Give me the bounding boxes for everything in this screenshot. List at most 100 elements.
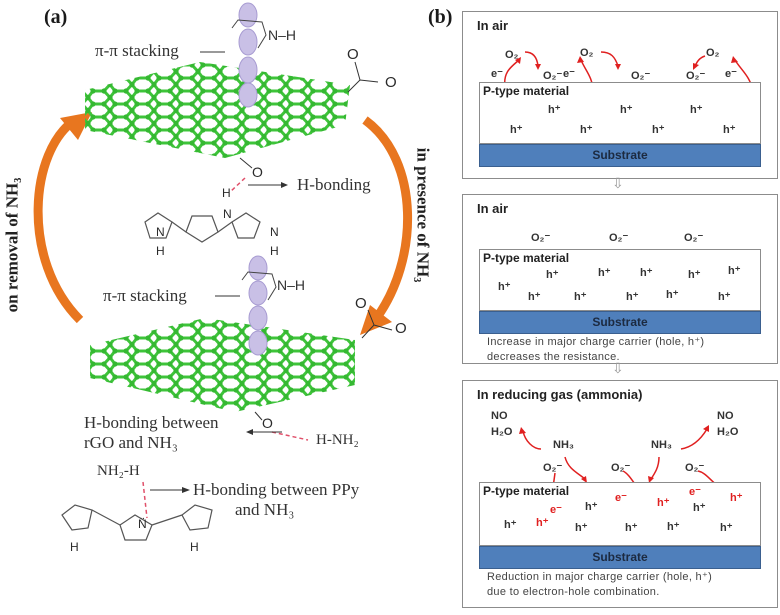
no-left: NO xyxy=(491,410,508,422)
hole: h⁺ xyxy=(625,522,638,534)
red-hole: h⁺ xyxy=(730,492,743,504)
carboxyl-o2-top: O xyxy=(385,74,397,91)
right-cycle-arrow xyxy=(362,116,412,323)
stage3-title: In reducing gas (ammonia) xyxy=(477,387,643,402)
trimer-bottom-h-right: H xyxy=(190,540,199,554)
graphene-sheet-top xyxy=(85,62,350,158)
pi-orbital-bottom: N–H xyxy=(241,255,305,356)
pi-orbital-top: N–H xyxy=(231,2,296,108)
hole: h⁺ xyxy=(626,291,639,303)
carboxyl-o1-top: O xyxy=(347,46,359,63)
stage3-caption: Reduction in major charge carrier (hole,… xyxy=(487,570,712,600)
svg-text:N–H: N–H xyxy=(277,277,305,293)
stage3-box: In reducing gas (ammonia) NO H₂O NO H₂O … xyxy=(462,380,778,608)
svg-text:N–H: N–H xyxy=(268,27,296,43)
flow-arrow-1: ⇩ xyxy=(612,176,624,192)
hydroxyl-o-bottom: O xyxy=(262,415,273,431)
right-cycle-arrow-head xyxy=(360,305,392,335)
carboxyl-o1-bottom: O xyxy=(355,295,367,312)
caption-line2: due to electron-hole combination. xyxy=(487,586,660,598)
h-bonding-rgo-line2: rGO and NH₃ xyxy=(84,433,178,452)
o2-minus: O₂⁻ xyxy=(684,232,704,244)
hole: h⁺ xyxy=(690,104,703,116)
hole: h⁺ xyxy=(723,124,736,136)
red-electron: e⁻ xyxy=(615,492,627,504)
h-bonding-ppy-line1: H-bonding between PPy xyxy=(193,480,360,499)
stage2-title: In air xyxy=(477,201,509,216)
hydroxyl-o-top: O xyxy=(252,164,263,180)
stage1-substrate: Substrate xyxy=(479,144,761,167)
nh3-left: NH₃ xyxy=(553,439,574,451)
trimer-top-h-right: H xyxy=(270,244,279,258)
red-hole: h⁺ xyxy=(657,497,670,509)
caption-line1: Increase in major charge carrier (hole, … xyxy=(487,336,705,348)
material-label: P-type material xyxy=(483,251,570,265)
o2: O₂ xyxy=(505,49,519,61)
hole: h⁺ xyxy=(574,291,587,303)
trimer-top-n-right: N xyxy=(270,225,279,239)
caption-line2: decreases the resistance. xyxy=(487,351,620,363)
h-bonding-rgo-line1: H-bonding between xyxy=(84,413,219,432)
hole: h⁺ xyxy=(504,519,517,531)
hole: h⁺ xyxy=(640,267,653,279)
electron: e⁻ xyxy=(563,68,575,80)
stage2-substrate: Substrate xyxy=(479,311,761,334)
trimer-top-n-mid: N xyxy=(223,207,232,221)
red-electron: e⁻ xyxy=(689,486,701,498)
electron: e⁻ xyxy=(491,68,503,80)
stage1-p-type-material: P-type material h⁺ h⁺ h⁺ h⁺ h⁺ h⁺ h⁺ xyxy=(479,82,761,144)
red-electron: e⁻ xyxy=(550,504,562,516)
h-bonding-label-top: H-bonding xyxy=(297,175,371,194)
red-hole: h⁺ xyxy=(536,517,549,529)
hole: h⁺ xyxy=(528,291,541,303)
hole: h⁺ xyxy=(580,124,593,136)
stage2-caption: Increase in major charge carrier (hole, … xyxy=(487,335,704,365)
stage1-title: In air xyxy=(477,18,509,33)
ppy-trimer-top xyxy=(144,212,261,243)
left-cycle-arrow xyxy=(33,116,84,324)
hole: h⁺ xyxy=(548,104,561,116)
hole: h⁺ xyxy=(652,124,665,136)
hole: h⁺ xyxy=(728,265,741,277)
hole: h⁺ xyxy=(546,269,559,281)
o2: O₂ xyxy=(580,47,594,59)
hole: h⁺ xyxy=(598,267,611,279)
h2o-left: H₂O xyxy=(491,426,513,438)
o2-minus: O₂⁻ xyxy=(543,462,563,474)
o2: O₂ xyxy=(706,47,720,59)
hole: h⁺ xyxy=(510,124,523,136)
material-label: P-type material xyxy=(483,484,570,498)
hole: h⁺ xyxy=(620,104,633,116)
h-bonding-ppy-line2: and NH₃ xyxy=(235,500,295,519)
trimer-top-h-left: H xyxy=(156,244,165,258)
hole: h⁺ xyxy=(718,291,731,303)
o2-minus: O₂⁻ xyxy=(531,232,551,244)
hole: h⁺ xyxy=(666,289,679,301)
h-nh2-label: H-NH₂ xyxy=(316,432,359,448)
trimer-bottom-h-left: H xyxy=(70,540,79,554)
o2-minus: O₂⁻ xyxy=(609,232,629,244)
left-cycle-arrow-head xyxy=(60,112,92,140)
o2-minus: O₂⁻ xyxy=(631,70,651,82)
h2o-right: H₂O xyxy=(717,426,739,438)
stage2-box: In air O₂⁻ O₂⁻ O₂⁻ P-type material h⁺ h⁺… xyxy=(462,194,778,364)
ppy-trimer-bottom xyxy=(61,504,213,541)
stage1-box: In air O₂ O₂ O₂ O₂⁻ O₂⁻ O₂⁻ e⁻ e⁻ e⁻ P-t… xyxy=(462,11,778,179)
h-atom-top: H xyxy=(222,186,231,200)
trimer-bottom-n-mid: N̈ xyxy=(138,517,147,531)
panel-b-label: (b) xyxy=(428,6,453,28)
hole: h⁺ xyxy=(720,522,733,534)
left-cycle-label: on removal of NH₃ xyxy=(2,177,22,313)
stage3-p-type-material: P-type material e⁻ e⁻ e⁻ h⁺ h⁺ h⁺ h⁺ h⁺ … xyxy=(479,482,761,546)
hole: h⁺ xyxy=(575,522,588,534)
nh3-right: NH₃ xyxy=(651,439,672,451)
material-label: P-type material xyxy=(483,84,570,98)
hole: h⁺ xyxy=(688,269,701,281)
stage1-reaction-arrows xyxy=(503,51,754,92)
hole: h⁺ xyxy=(498,281,511,293)
panel-a-label: (a) xyxy=(44,6,68,28)
caption-line1: Reduction in major charge carrier (hole,… xyxy=(487,571,713,583)
right-cycle-label: in presence of NH₃ xyxy=(413,147,433,283)
hole: h⁺ xyxy=(693,502,706,514)
panel-a-diagram: N–H N–H xyxy=(33,2,412,541)
